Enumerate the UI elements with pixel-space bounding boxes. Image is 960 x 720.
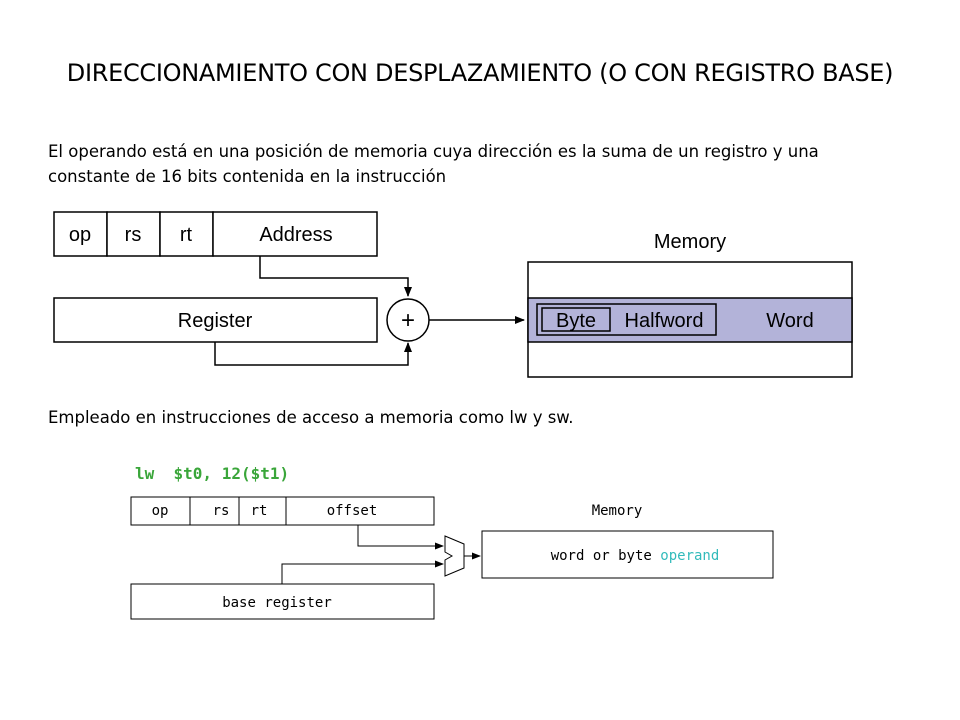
- memory-label: Memory: [654, 231, 726, 253]
- offset-wire: [357, 525, 444, 550]
- adder-shape: [444, 535, 465, 577]
- adder-symbol: +: [401, 307, 415, 334]
- rs-field: [189, 496, 240, 526]
- byte-box: [541, 307, 611, 332]
- op-label: op: [152, 503, 169, 519]
- operand-text: word or byte operand: [551, 548, 720, 564]
- base-register-box: [130, 583, 435, 620]
- word-label: Word: [766, 310, 813, 332]
- usage-paragraph: Empleado en instrucciones de acceso a me…: [48, 408, 574, 427]
- offset-field: [285, 496, 435, 526]
- memory-operand-box: [481, 530, 774, 579]
- rs-field: [106, 211, 161, 257]
- instruction-fields: op rs rt offset: [130, 496, 435, 526]
- rt-label: rt: [251, 503, 268, 519]
- memory-label: Memory: [592, 503, 643, 519]
- rt-field: [159, 211, 214, 257]
- register-wire: [214, 342, 412, 366]
- offset-label: offset: [327, 503, 378, 519]
- base-wire: [281, 560, 444, 584]
- description-paragraph: El operando está en una posición de memo…: [48, 142, 819, 186]
- operand-word: operand: [660, 548, 719, 564]
- address-label: Address: [259, 224, 332, 246]
- halfword-box: [536, 303, 717, 336]
- register-box: [53, 297, 378, 343]
- operand-prefix: word or byte: [551, 548, 652, 564]
- byte-label: Byte: [556, 310, 596, 332]
- page-title: DIRECCIONAMIENTO CON DESPLAZAMIENTO (O C…: [66, 59, 894, 87]
- halfword-label: Halfword: [625, 310, 704, 332]
- instruction-format: op rs rt Address: [53, 211, 378, 257]
- address-field: [212, 211, 378, 257]
- rt-label: rt: [180, 224, 193, 246]
- rs-label: rs: [125, 224, 142, 246]
- op-field: [130, 496, 191, 526]
- base-register-label: base register: [222, 595, 332, 611]
- address-wire: [259, 256, 412, 297]
- register-label: Register: [178, 310, 253, 332]
- rs-label: rs: [213, 503, 230, 519]
- rt-field: [238, 496, 287, 526]
- op-label: op: [69, 224, 91, 246]
- instruction-text: lw $t0, 12($t1): [135, 464, 289, 483]
